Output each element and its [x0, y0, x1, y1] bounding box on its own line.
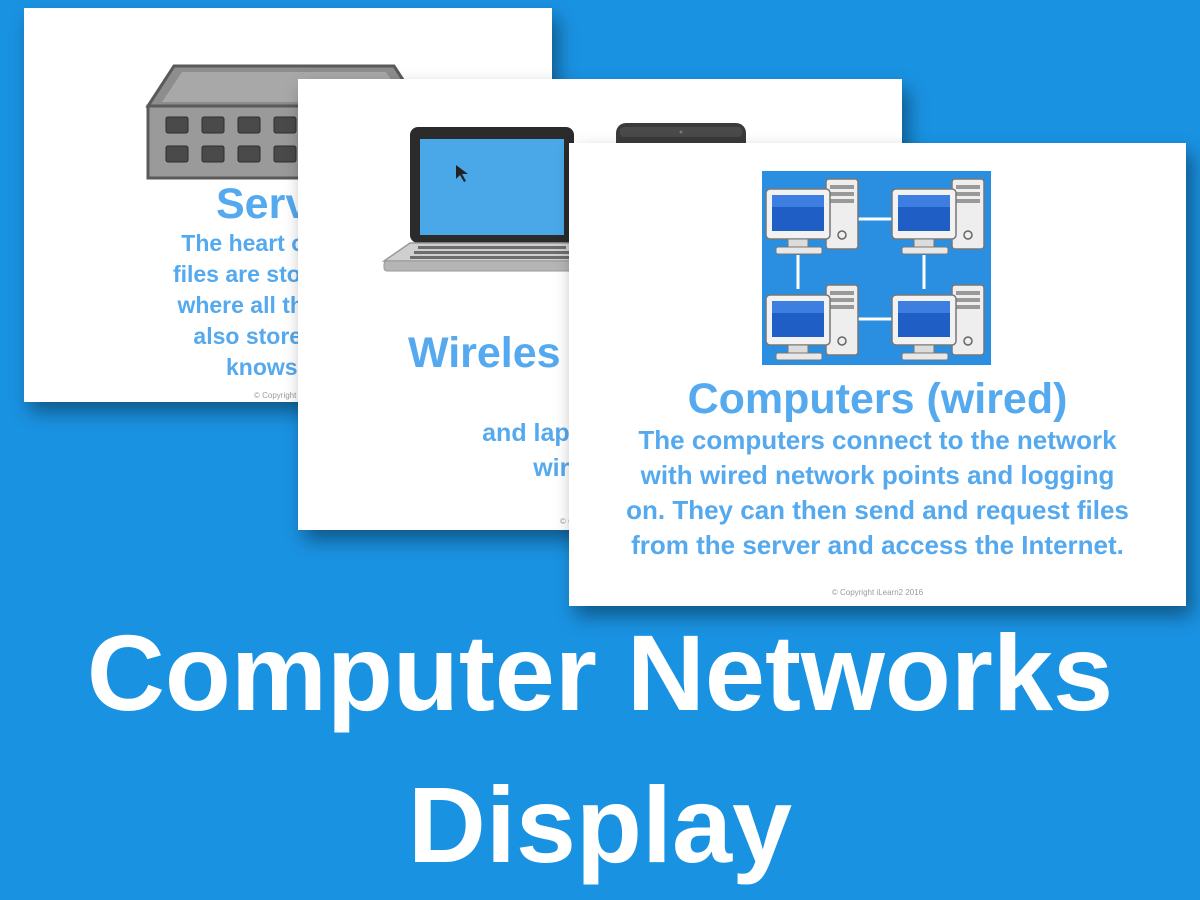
wired-computers-card-line: from the server and access the Internet. [631, 530, 1124, 560]
wired-computers-card-copyright: © Copyright iLearn2 2016 [831, 588, 924, 597]
main-title-line1: Computer Networks [86, 612, 1114, 733]
networked-computers-icon [762, 171, 991, 365]
wired-computers-card-line: on. They can then send and request files [626, 495, 1129, 525]
wireless-card-title: Wireles [408, 329, 561, 377]
wireless-card-copyright: © C [560, 517, 574, 526]
wired-computers-card: Computers (wired) The computers connect … [569, 143, 1186, 606]
server-card-copyright: © Copyright iLea [254, 391, 314, 400]
server-card-title: Serv [216, 180, 310, 228]
wired-computers-card-line: with wired network points and logging [640, 460, 1115, 490]
laptop-icon [382, 127, 602, 272]
wired-computers-card-line: The computers connect to the network [638, 425, 1117, 455]
wired-computers-card-title: Computers (wired) [687, 375, 1068, 423]
wired-computers-card-description: The computers connect to the network wit… [569, 423, 1186, 563]
main-title-line2: Display [407, 764, 793, 885]
